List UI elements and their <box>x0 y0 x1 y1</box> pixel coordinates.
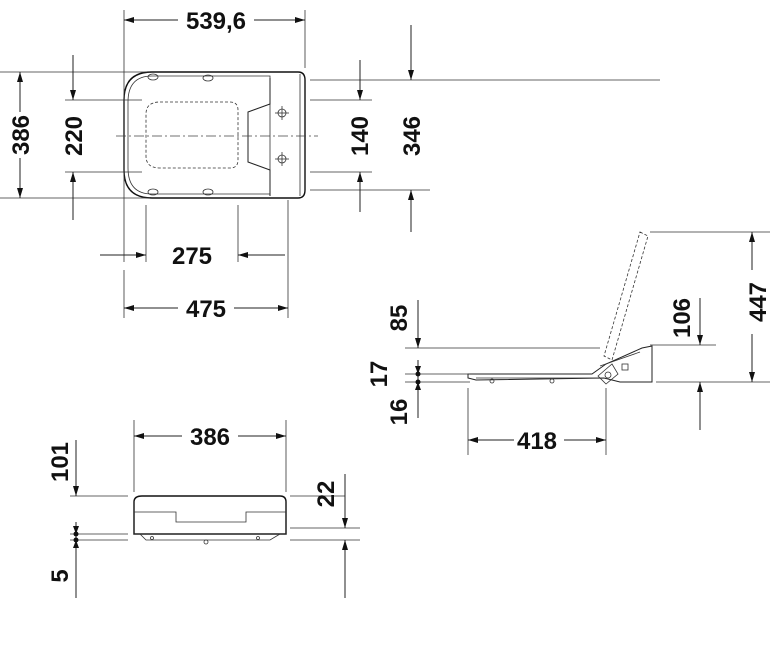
seat-profile <box>467 345 653 383</box>
front-view: 386 101 5 22 <box>47 420 360 598</box>
hinge-profile <box>597 363 619 385</box>
dim-side-106: 106 <box>669 298 696 338</box>
fixing-lower <box>275 152 289 166</box>
dim-left-height-total: 386 <box>8 115 35 155</box>
front-seat-body <box>133 495 287 535</box>
dim-side-17: 17 <box>366 361 393 388</box>
dim-left-height-inner: 220 <box>61 116 88 156</box>
bumper-1 <box>147 73 159 81</box>
dim-side-418: 418 <box>517 428 557 455</box>
dim-width-total: 475 <box>186 296 226 323</box>
dim-front-5: 5 <box>47 569 74 582</box>
bumper-4 <box>202 188 214 196</box>
hinge-block <box>247 78 271 196</box>
dim-right-height-inner: 140 <box>347 116 374 156</box>
dim-front-386: 386 <box>190 424 230 451</box>
seat-rim <box>127 75 271 195</box>
bumper-3 <box>147 188 159 196</box>
dim-side-85: 85 <box>386 305 413 332</box>
raised-lid <box>603 231 649 361</box>
seat-outline <box>123 71 306 199</box>
dim-right-height-total: 346 <box>399 116 426 156</box>
side-view: 85 17 16 106 447 418 <box>366 231 772 455</box>
bumper-2 <box>202 74 214 82</box>
dim-front-101: 101 <box>47 442 74 482</box>
fixing-upper <box>275 106 289 120</box>
top-view: 539,6 386 220 140 346 275 <box>0 6 660 323</box>
dim-front-22: 22 <box>313 481 340 508</box>
front-fixing <box>203 539 209 545</box>
dim-side-16: 16 <box>386 399 413 426</box>
seat-opening <box>145 101 239 169</box>
dim-top-width: 539,6 <box>186 8 246 35</box>
dim-width-inner: 275 <box>172 243 212 270</box>
dim-side-447: 447 <box>745 282 772 322</box>
